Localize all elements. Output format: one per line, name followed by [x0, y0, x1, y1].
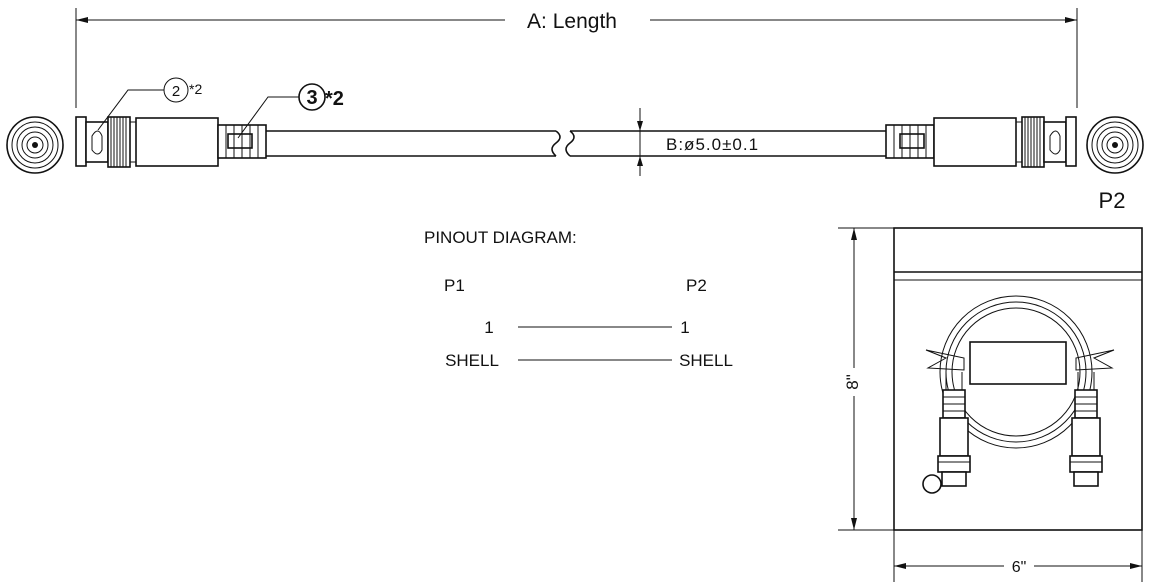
callout-item-2: 2 *2: [97, 77, 202, 131]
box-width-label: 6": [1012, 559, 1027, 576]
box-width-dimension: 6": [893, 530, 1143, 582]
box-height-label: 8": [843, 374, 862, 390]
pinout-p2-header: P2: [686, 276, 707, 295]
right-bnc-connector: [885, 116, 1077, 168]
callout-item-3: 3 *2: [237, 83, 344, 139]
left-bnc-connector: [75, 116, 267, 168]
left-end-view: [6, 116, 64, 174]
pinout-title: PINOUT DIAGRAM:: [424, 228, 577, 247]
callout-3-number: 3: [306, 87, 317, 109]
pinout-diagram: PINOUT DIAGRAM: P1 P2 1 1 SHELL SHELL: [424, 228, 733, 370]
diameter-label: B:ø5.0±0.1: [666, 135, 759, 154]
box-height-dimension: 8": [838, 227, 894, 531]
pinout-row2-left: SHELL: [445, 351, 499, 370]
p2-label: P2: [1099, 188, 1126, 213]
pinout-row1-right: 1: [680, 318, 689, 337]
callout-2-qty: *2: [189, 81, 202, 97]
right-end-view: [1086, 116, 1144, 174]
pinout-p1-header: P1: [444, 276, 465, 295]
length-dimension: A: Length: [75, 8, 1078, 108]
pinout-row2-right: SHELL: [679, 351, 733, 370]
length-label: A: Length: [527, 10, 617, 33]
packaging-box: [893, 227, 1143, 531]
pinout-row1-left: 1: [484, 318, 493, 337]
diameter-dimension: B:ø5.0±0.1: [637, 108, 759, 176]
callout-3-qty: *2: [325, 88, 344, 110]
callout-2-number: 2: [172, 83, 180, 100]
cable-body: [266, 130, 886, 157]
